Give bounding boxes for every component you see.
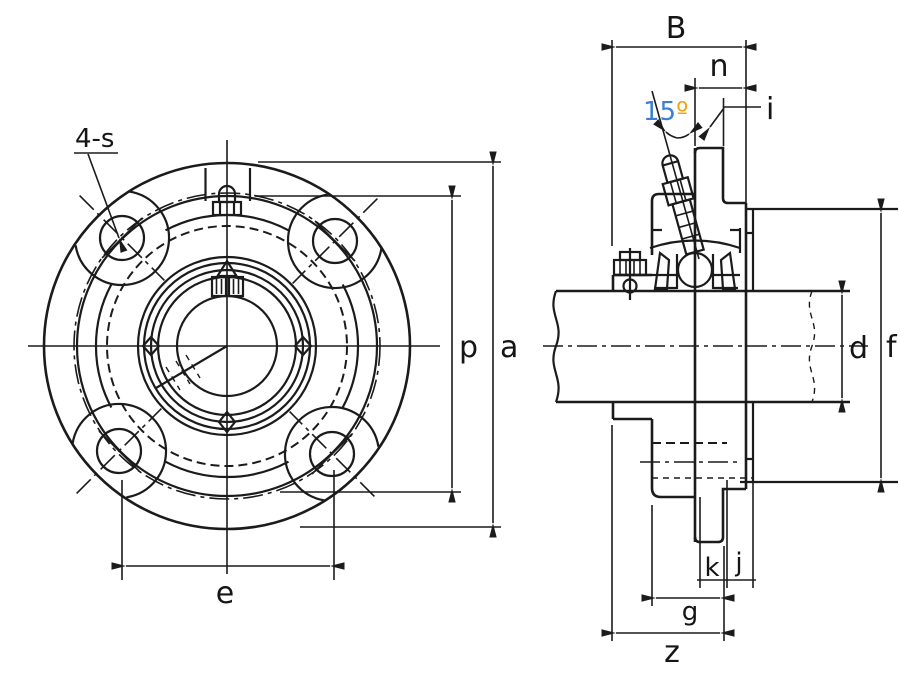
dim-angle-15: 15º xyxy=(643,97,703,139)
flange-plate xyxy=(693,146,748,544)
dim-j-label: j xyxy=(734,548,742,578)
dim-z: z xyxy=(601,425,735,670)
lube-diamond-bottom xyxy=(217,410,237,434)
angle-label: 15º xyxy=(643,97,688,127)
bolt-lobe-top-right xyxy=(286,193,383,409)
grease-dome xyxy=(217,184,237,195)
outer-ring-spherical-arc xyxy=(649,239,741,250)
grease-fitting-front xyxy=(204,168,252,217)
dim-n-label: n xyxy=(709,49,728,84)
race-section-left xyxy=(653,250,671,291)
dim-B-label: B xyxy=(666,11,687,46)
lube-diamond-right xyxy=(293,335,313,357)
flange-outer-circle xyxy=(42,161,412,531)
flange-rim-circle xyxy=(75,194,379,498)
shaft-break-left xyxy=(552,290,560,403)
dim-i-label: i xyxy=(766,92,774,127)
dim-g: g xyxy=(641,505,735,641)
shaft-break-right xyxy=(808,290,816,403)
side-view: B n 15º i d xyxy=(543,11,898,670)
dim-e-label: e xyxy=(216,576,234,611)
pilot-spigot xyxy=(740,207,898,484)
housing-block xyxy=(650,192,695,499)
dim-i: i xyxy=(698,92,774,146)
lube-diamond-left xyxy=(141,335,161,357)
dim-g-label: g xyxy=(682,597,699,627)
setscrew-front xyxy=(210,258,245,298)
bolt-lobe-bottom-right xyxy=(164,405,380,502)
dim-d: d xyxy=(838,280,868,413)
front-view: 4-s e p a xyxy=(28,124,518,611)
setscrew-axis-diagonal xyxy=(155,345,228,391)
bolt-hole xyxy=(98,214,146,262)
bolt-note-label: 4-s xyxy=(75,124,114,154)
dim-a: a xyxy=(258,151,518,538)
bolt-circle-centerline xyxy=(73,192,381,500)
bolt-note-leader xyxy=(87,153,128,253)
insert-ring-circle-3 xyxy=(149,268,305,424)
race-section-right xyxy=(719,250,737,291)
dim-a-label: a xyxy=(500,330,518,365)
dim-k-label: k xyxy=(704,553,719,583)
angle-value: 15 xyxy=(643,97,676,127)
dim-B: B xyxy=(601,11,757,246)
flange-top-boss xyxy=(693,146,746,205)
flange-bottom-boss xyxy=(693,487,746,544)
hidden-back-edge-circle xyxy=(106,225,348,467)
insert-collar xyxy=(611,273,652,421)
angle-degree: º xyxy=(676,97,688,127)
dim-f-label: f xyxy=(886,330,898,365)
grease-nipple-side xyxy=(661,154,706,256)
dim-kj: k j xyxy=(697,482,756,588)
insert-ring-circle-1 xyxy=(136,255,318,437)
dim-e: e xyxy=(111,470,345,611)
dim-z-label: z xyxy=(664,635,680,670)
dim-n: n xyxy=(684,49,757,146)
dim-4s: 4-s xyxy=(74,124,128,253)
bolt-lobe-bottom-left xyxy=(71,283,168,499)
dim-p-label: p xyxy=(459,330,478,365)
flange-bolt-hole-hidden xyxy=(640,442,753,588)
dim-p: p xyxy=(255,185,478,503)
dim-d-label: d xyxy=(849,331,868,366)
dim-f: f xyxy=(877,198,898,493)
nipple-axis-line xyxy=(651,90,700,260)
